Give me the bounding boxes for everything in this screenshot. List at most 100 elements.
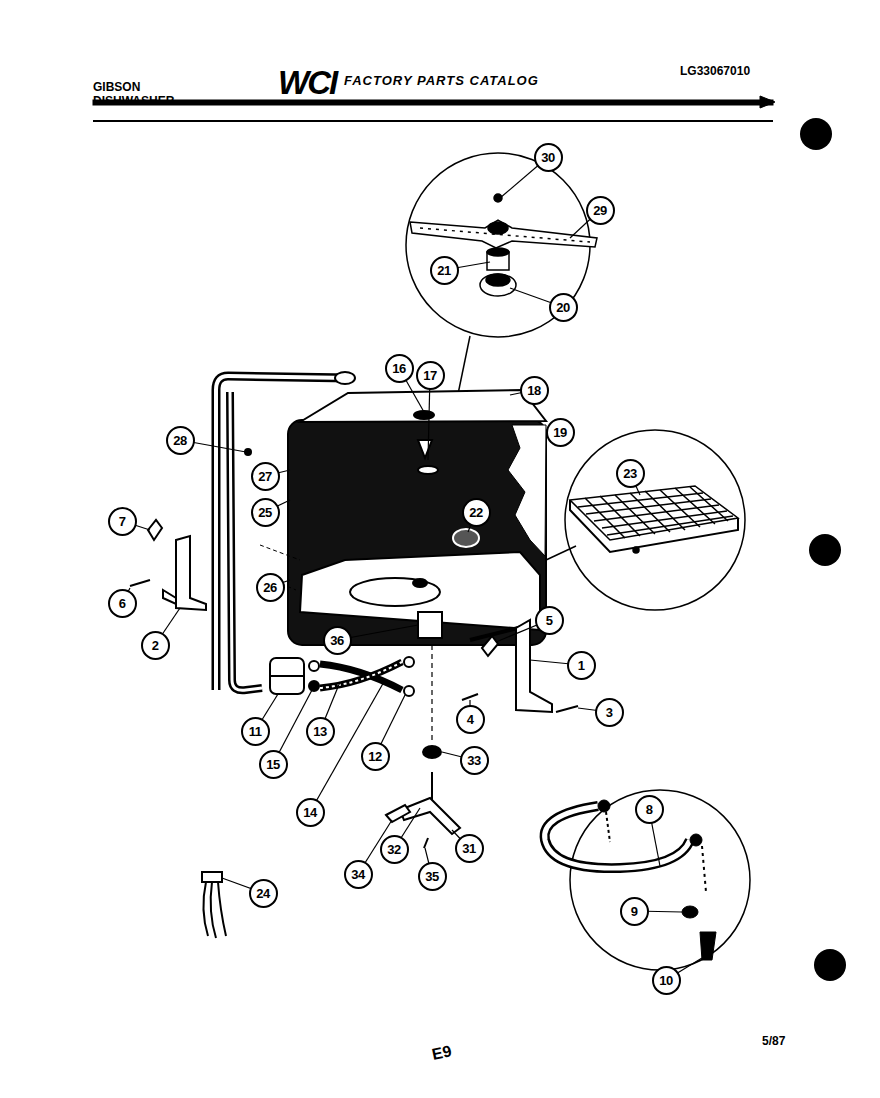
callout-number: 34: [344, 860, 373, 889]
callout-text: 36: [330, 634, 343, 647]
callout-text: 3: [606, 706, 613, 719]
tub: [453, 529, 479, 547]
detail-circle: [546, 546, 576, 560]
date-code: 5/87: [762, 1034, 785, 1048]
callout-number: 30: [534, 143, 563, 172]
callout-number: 23: [616, 459, 645, 488]
header-rule: [93, 96, 775, 121]
spray-arm: [410, 220, 597, 248]
valve-and-hoses: [320, 662, 402, 688]
tub: [413, 579, 427, 587]
tub: [414, 411, 434, 419]
callout-text: 27: [258, 470, 271, 483]
callout-text: 1: [578, 659, 585, 672]
callout-number: 35: [418, 862, 447, 891]
callout-text: 4: [467, 713, 474, 726]
brand-name: GIBSON: [93, 80, 140, 94]
mounting-bracket: [482, 636, 498, 656]
binder-hole: [800, 118, 832, 150]
callout-number: 20: [549, 293, 578, 322]
fill-tube: [230, 392, 262, 690]
callout-text: 24: [256, 887, 269, 900]
spray-arm: [487, 248, 509, 256]
callout-number: 7: [108, 507, 137, 536]
header-rule: [93, 100, 773, 105]
tub: [418, 440, 432, 458]
tub: [350, 578, 440, 606]
drain-parts: [431, 645, 432, 742]
drain-parts: [400, 798, 460, 834]
valve-and-hoses: [270, 658, 304, 694]
valve-and-hoses: [320, 662, 402, 688]
tub: [300, 390, 546, 422]
drain-hose: [606, 812, 610, 842]
callout-number: 29: [586, 196, 615, 225]
callout-number: 4: [456, 705, 485, 734]
mounting-bracket: [148, 520, 162, 540]
callout-number: 11: [241, 717, 270, 746]
callout-number: 8: [635, 795, 664, 824]
rack: [578, 493, 733, 535]
callout-text: 13: [313, 725, 326, 738]
fill-tube: [335, 372, 355, 384]
rack: [570, 500, 738, 552]
leader-line: [122, 157, 702, 980]
callout-number: 1: [567, 651, 596, 680]
product-type: DISHWASHER: [93, 94, 174, 108]
tub: [508, 425, 546, 556]
callout-number: 10: [652, 966, 681, 995]
drain-parts: [386, 645, 460, 848]
callout-text: 12: [368, 750, 381, 763]
callout-text: 32: [387, 843, 400, 856]
mounting-bracket: [130, 520, 578, 712]
callout-text: 23: [623, 467, 636, 480]
page-number: E9: [430, 1042, 453, 1064]
header-rule: [93, 120, 773, 122]
drain-hose: [545, 806, 690, 868]
callout-text: 5: [546, 614, 553, 627]
callout-text: 35: [425, 870, 438, 883]
callout-number: 5: [535, 606, 564, 635]
callout-number: 2: [141, 631, 170, 660]
tub: [288, 390, 546, 645]
callout-number: 28: [166, 426, 195, 455]
callout-number: 18: [520, 376, 549, 405]
valve-and-hoses: [270, 675, 304, 677]
callout-number: 16: [385, 354, 414, 383]
callout-text: 20: [556, 301, 569, 314]
valve-and-hoses: [404, 686, 414, 696]
callout-number: 26: [256, 573, 285, 602]
callout-number: 32: [380, 835, 409, 864]
valve-and-hoses: [309, 661, 319, 671]
binder-hole: [814, 949, 846, 981]
drain-hose: [690, 834, 702, 846]
spray-arm: [488, 222, 508, 234]
callout-text: 28: [173, 434, 186, 447]
catalog-title: FACTORY PARTS CATALOG: [344, 73, 539, 88]
callout-number: 12: [361, 742, 390, 771]
binder-hole: [809, 534, 841, 566]
callout-number: 24: [249, 879, 278, 908]
callout-text: 17: [423, 369, 436, 382]
valve-and-hoses: [309, 681, 319, 691]
mounting-bracket: [462, 694, 478, 700]
callout-number: 21: [430, 256, 459, 285]
mounting-bracket: [176, 536, 206, 610]
drain-parts: [423, 746, 441, 758]
callout-text: 7: [119, 515, 126, 528]
callout-text: 22: [469, 506, 482, 519]
drain-parts: [431, 772, 433, 800]
callout-text: 25: [258, 506, 271, 519]
mounting-bracket: [130, 580, 150, 586]
valve-and-hoses: [404, 657, 414, 667]
spray-arm: [486, 274, 510, 286]
callout-text: 19: [553, 426, 566, 439]
drain-parts: [424, 838, 428, 848]
callout-number: 33: [460, 746, 489, 775]
drain-parts: [386, 805, 410, 822]
callout-text: 6: [119, 597, 126, 610]
catalog-number: LG33067010: [680, 64, 750, 78]
